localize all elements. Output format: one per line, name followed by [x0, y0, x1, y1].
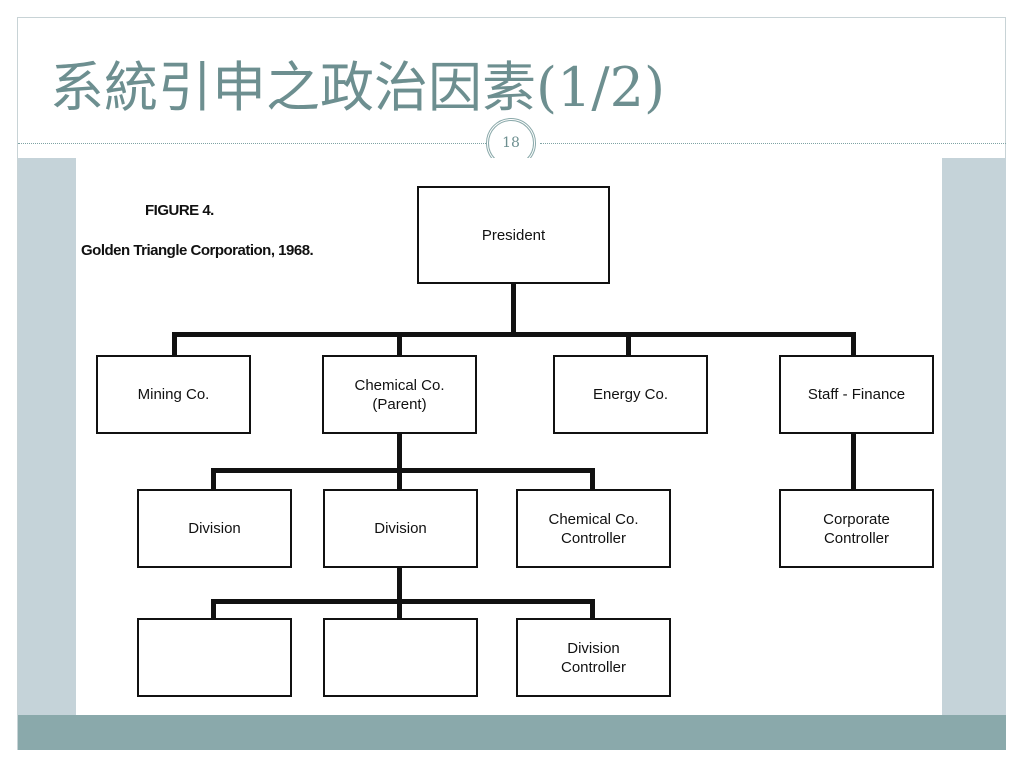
org-chart-figure: FIGURE 4. Golden Triangle Corporation, 1… — [76, 158, 942, 715]
org-box-division-2: Division — [323, 489, 478, 568]
org-box-division-1: Division — [137, 489, 292, 568]
connector-level3-bus — [211, 599, 595, 604]
org-box-chemical-co: Chemical Co. (Parent) — [322, 355, 477, 434]
left-side-band — [18, 158, 76, 715]
connector-chemical-trunk — [397, 432, 402, 470]
connector-staff-trunk — [851, 432, 856, 491]
org-box-mining-co: Mining Co. — [96, 355, 251, 434]
org-box-sub-unit-1 — [137, 618, 292, 697]
connector-sub2-drop — [397, 599, 402, 620]
slide-title: 系統引申之政治因素(1/2) — [50, 56, 666, 119]
org-box-energy-co: Energy Co. — [553, 355, 708, 434]
title-divider-left — [18, 143, 486, 144]
connector-div1-drop — [211, 468, 216, 491]
connector-divctrl-drop — [590, 599, 595, 620]
org-box-division-controller: Division Controller — [516, 618, 671, 697]
org-box-corporate-controller: Corporate Controller — [779, 489, 934, 568]
connector-sub1-drop — [211, 599, 216, 620]
org-box-chemical-controller: Chemical Co. Controller — [516, 489, 671, 568]
connector-div2-drop — [397, 468, 402, 491]
title-divider-right — [540, 143, 1006, 144]
connector-level1-bus — [172, 332, 856, 337]
connector-division-trunk — [397, 566, 402, 601]
org-box-president: President — [417, 186, 610, 284]
connector-mining-drop — [172, 332, 177, 357]
connector-staff-drop — [851, 332, 856, 357]
connector-energy-drop — [626, 332, 631, 357]
right-side-band — [942, 158, 1006, 715]
connector-chemctrl-drop — [590, 468, 595, 491]
org-box-sub-unit-2 — [323, 618, 478, 697]
connector-level2-bus — [211, 468, 595, 473]
org-box-staff-finance: Staff - Finance — [779, 355, 934, 434]
figure-number: FIGURE 4. — [145, 202, 214, 219]
connector-president-trunk — [511, 282, 516, 334]
connector-chemical-drop — [397, 332, 402, 357]
figure-title: Golden Triangle Corporation, 1968. — [81, 242, 314, 259]
footer-bar — [18, 715, 1006, 750]
